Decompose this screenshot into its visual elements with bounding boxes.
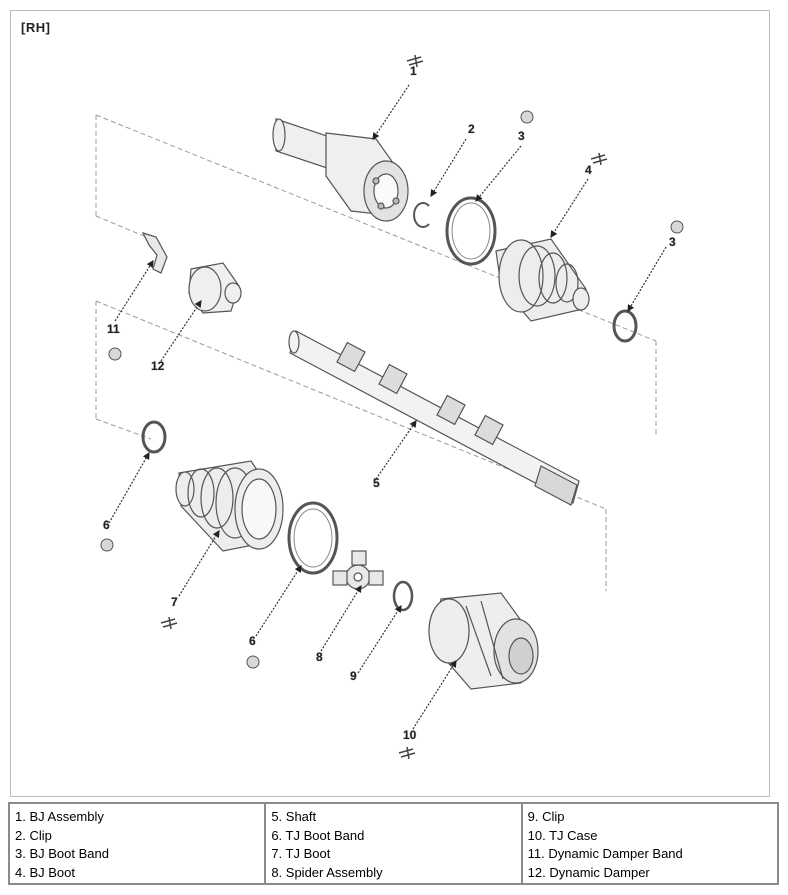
view-tag-rh: [RH] (21, 20, 51, 35)
clip-part-2 (413, 202, 430, 228)
callout-5: 5 (373, 476, 380, 490)
spider-assembly-part (332, 550, 384, 590)
callout-4: 4 (585, 163, 592, 177)
bj-assembly-part (272, 118, 409, 222)
legend-column-1: 1. BJ Assembly 2. Clip 3. BJ Boot Band 4… (10, 804, 267, 883)
tj-case-part (428, 592, 539, 690)
legend-item: 6. TJ Boot Band (271, 827, 365, 843)
legend-item: 8. Spider Assembly (271, 864, 383, 880)
callout-12: 12 (151, 359, 165, 373)
legend-item: 7. TJ Boot (271, 846, 331, 861)
callout-6-lower: 6 (249, 634, 256, 648)
callout-6: 6 (103, 518, 110, 532)
torque-wrench-icon (160, 54, 608, 760)
shaft-part (288, 330, 580, 506)
callout-2: 2 (468, 122, 475, 136)
parts-legend-table: 1. BJ Assembly 2. Clip 3. BJ Boot Band 4… (8, 802, 779, 885)
callout-7: 7 (171, 595, 178, 609)
tj-boot-part (175, 460, 284, 552)
callout-1: 1 (410, 64, 417, 78)
legend-item: 1. BJ Assembly (15, 809, 104, 824)
legend-item: 2. Clip (15, 827, 52, 843)
dynamic-damper-part (188, 262, 242, 314)
bj-boot-band-small-part (612, 309, 638, 343)
tj-boot-band-small-part (141, 420, 167, 454)
clip-part-9 (392, 580, 414, 612)
bj-boot-part (495, 238, 590, 322)
legend-item: 11. Dynamic Damper Band (527, 846, 683, 861)
legend-item: 12. Dynamic Damper (527, 864, 650, 880)
leader-lines (108, 84, 667, 730)
legend-item: 10. TJ Case (527, 827, 598, 843)
callout-8: 8 (316, 650, 323, 664)
legend-item: 9. Clip (527, 809, 565, 824)
tj-boot-band-large-part (287, 501, 339, 575)
callout-10: 10 (403, 728, 417, 742)
replace-part-icon (100, 110, 684, 669)
drive-shaft-drawing (95, 54, 684, 760)
callout-11: 11 (107, 322, 120, 336)
legend-column-2: 5. Shaft 6. TJ Boot Band 7. TJ Boot 8. S… (266, 804, 523, 883)
callout-3-right: 3 (669, 235, 676, 249)
callout-3: 3 (518, 129, 525, 143)
dynamic-damper-band-part (141, 232, 168, 274)
legend-item: 3. BJ Boot Band (15, 846, 109, 861)
legend-column-3: 9. Clip 10. TJ Case 11. Dynamic Damper B… (523, 804, 777, 883)
legend-item: 4. BJ Boot (15, 864, 75, 880)
bj-boot-band-part (445, 196, 497, 266)
callout-9: 9 (350, 669, 357, 683)
exploded-diagram: [RH] 1 2 3 4 3 11 12 5 6 7 6 8 9 10 (10, 10, 770, 797)
legend-item: 5. Shaft (271, 809, 317, 824)
